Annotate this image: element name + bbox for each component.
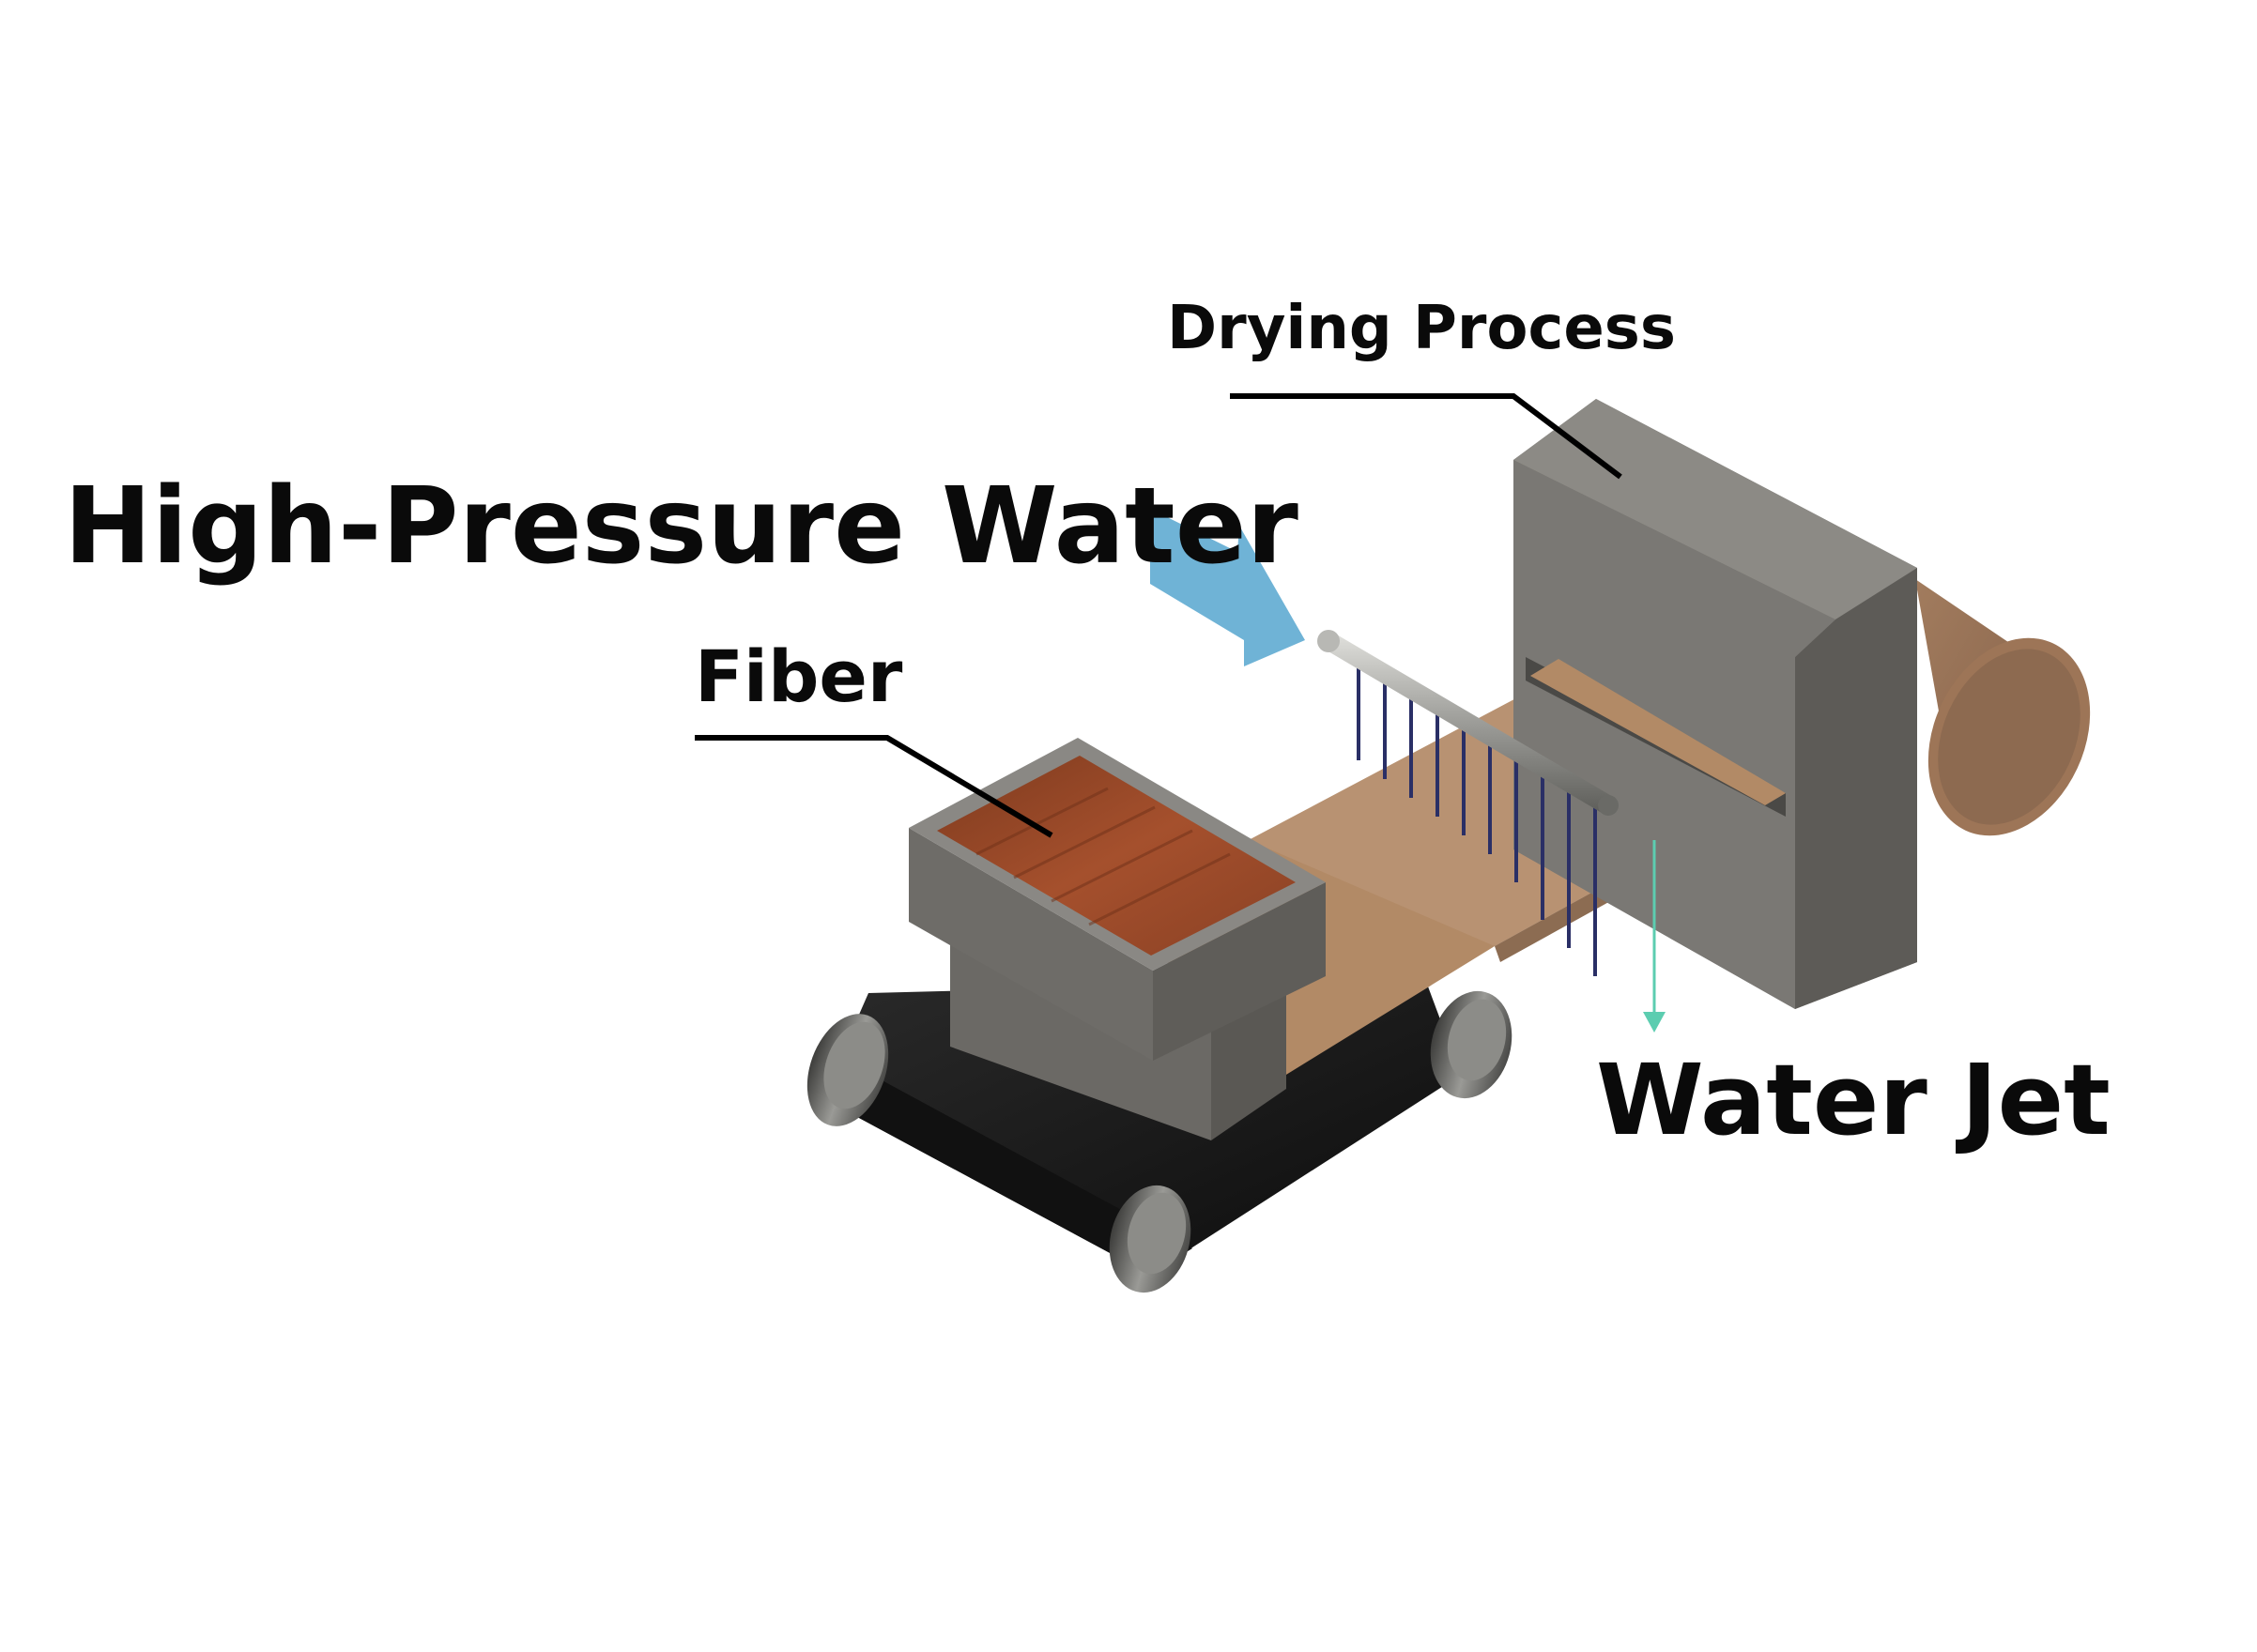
fiber-hopper <box>909 738 1326 1140</box>
high-pressure-water-arrow <box>1150 509 1305 666</box>
water-jet-label: Water Jet <box>1596 1043 2111 1157</box>
product-roll <box>1915 579 2091 836</box>
water-jet-nozzle-needles <box>1357 668 1597 976</box>
conveyor-roller-back-right <box>1430 990 1512 1099</box>
fiber-sheet-entry <box>1530 659 1786 805</box>
conveyor-roller-front-right <box>1109 1185 1191 1293</box>
high-pressure-water-label: High-Pressure Water <box>64 466 1298 588</box>
water-jet-nozzle-bar <box>1317 630 1619 816</box>
fiber-leader-line <box>695 735 1053 838</box>
dryer-unit <box>1513 399 1917 1009</box>
drying-process-leader-line <box>1230 393 1622 480</box>
drying-process-label: Drying Process <box>1167 294 1676 363</box>
fiber-fill <box>937 756 1296 956</box>
conveyor-roller-front-left <box>806 1014 889 1126</box>
fiber-label: Fiber <box>695 635 903 718</box>
water-jet-arrow <box>1643 840 1666 1032</box>
